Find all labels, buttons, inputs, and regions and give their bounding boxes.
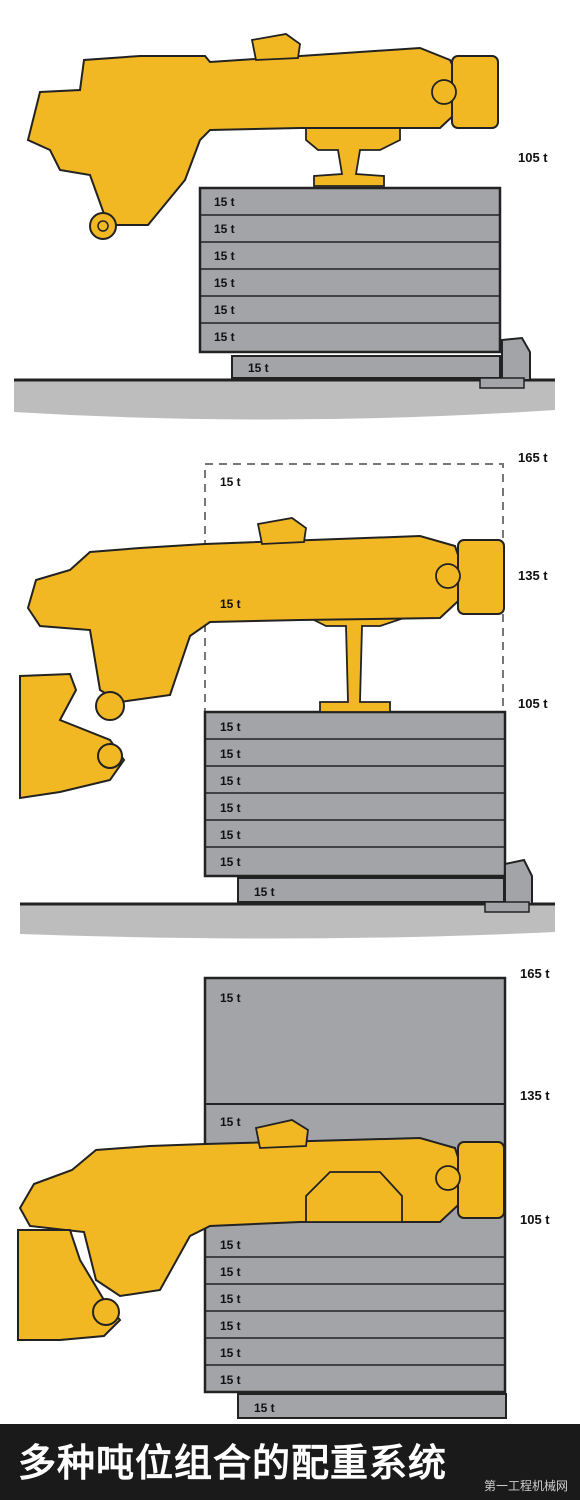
counterweight-stack [198,186,502,354]
stack-block-label: 15 t [220,747,241,761]
machine-head [457,1141,505,1219]
panel-3-drawing: 15 t 15 t 15 t 15 t 15 t 15 t 15 t 15 t … [17,976,507,1419]
panel-2-drawing: 15 t 15 t 15 t 15 t 15 t 15 t 15 t 15 t … [19,463,555,939]
panel-165t-partial: 15 t 15 t 15 t 15 t 15 t 15 t 15 t 15 t … [0,440,580,940]
stack-block-label: 15 t [214,222,235,236]
stack-block-label: 15 t [220,1238,241,1252]
ground [14,380,555,420]
stack-block-label: 15 t [220,774,241,788]
upper-block-label: 15 t [220,1115,241,1129]
stack-block-label: 15 t [220,1319,241,1333]
stack-block-label: 15 t [214,195,235,209]
stack-block-label: 15 t [214,330,235,344]
caption-text: 多种吨位组合的配重系统 [18,1441,448,1485]
weight-label-135t: 135 t [518,568,548,583]
machine-head [451,55,499,129]
stack-block-label: 15 t [214,249,235,263]
panel-1-drawing: 15 t 15 t 15 t 15 t 15 t 15 t 15 t [14,33,555,420]
stack-block-label: 15 t [214,276,235,290]
stack-block-label: 15 t [220,1265,241,1279]
stack-block-label: 15 t [220,801,241,815]
counterweight-stack [203,710,507,878]
hanger-plate [305,1171,403,1223]
anchor-bracket [501,336,531,381]
machine-frame [26,534,472,704]
counterweight-base-block [237,877,505,903]
stack-block-label: 15 t [220,720,241,734]
upper-block-label: 15 t [220,597,241,611]
stack-block-label: 15 t [214,303,235,317]
weight-label-165t: 165 t [518,450,548,465]
ground [20,904,555,939]
upper-block-label: 15 t [220,991,241,1005]
counterweight-base-block [237,1393,507,1419]
base-block-label: 15 t [248,361,269,375]
stack-block-label: 15 t [220,828,241,842]
weight-label-135t: 135 t [520,1088,550,1103]
caption-bar: 多种吨位组合的配重系统 第一工程机械网 [0,1424,580,1500]
counterweight-base-block [231,355,501,379]
watermark: 第一工程机械网 [483,1479,568,1493]
anchor-bracket [504,858,533,905]
machine-head [457,539,505,615]
weight-label-105t: 105 t [518,696,548,711]
weight-label-105t: 105 t [520,1212,550,1227]
stack-block-label: 15 t [220,1373,241,1387]
stack-block-label: 15 t [220,1346,241,1360]
stack-block-label: 15 t [220,855,241,869]
base-block-label: 15 t [254,885,275,899]
base-block-label: 15 t [254,1401,275,1415]
weight-label-105t: 105 t [518,150,548,165]
upper-block-label: 15 t [220,475,241,489]
panel-165t-full: 15 t 15 t 15 t 15 t 15 t 15 t 15 t 15 t … [0,960,580,1420]
panel-105t: 15 t 15 t 15 t 15 t 15 t 15 t 15 t 105 t [0,0,580,430]
stack-block-label: 15 t [220,1292,241,1306]
weight-label-165t: 165 t [520,966,550,981]
machine-frame [26,46,472,226]
